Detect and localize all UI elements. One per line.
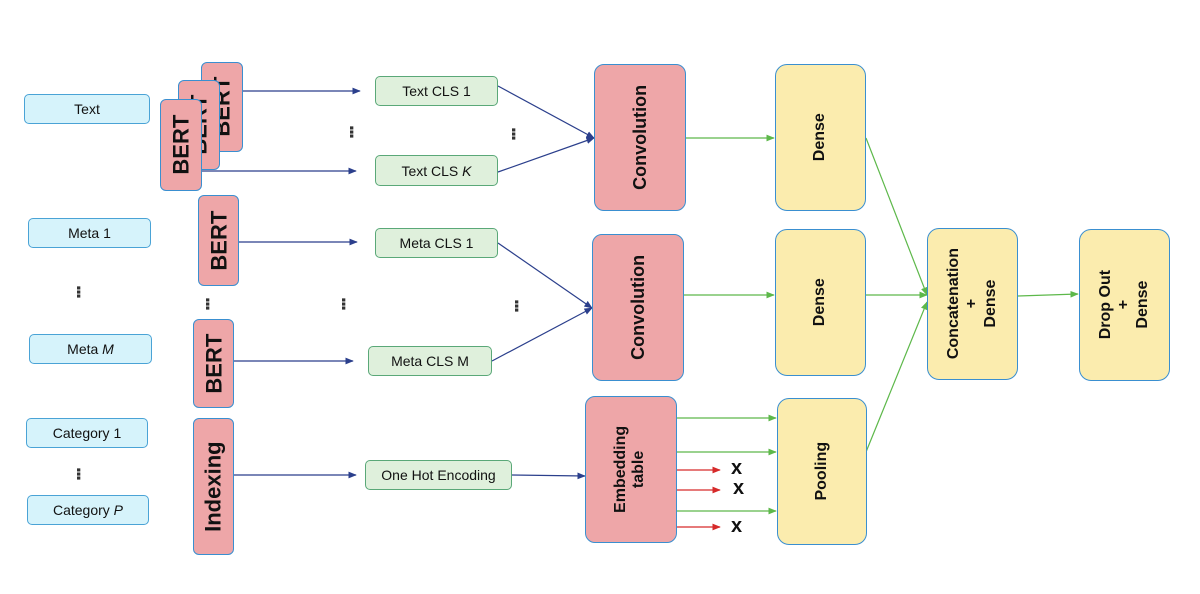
dropout-dense: Drop Out + Dense [1079,229,1170,381]
ellipsis-meta-inputs: ... [72,284,98,298]
ellipsis-text-cls-right: ... [507,126,533,140]
bert-text-front: BERT [160,99,202,191]
bert-meta-1-label: BERT [205,210,231,271]
input-category-p: Category P [27,495,149,525]
dense-text-label: Dense [811,113,829,162]
input-category-1: Category 1 [26,418,148,448]
arrow-text-cls1-conv [497,85,595,139]
arrow-dense1-concat [865,137,928,296]
pooling: Pooling [777,398,867,545]
meta-cls-1: Meta CLS 1 [375,228,498,258]
arrow-meta-clsm-conv [491,307,593,362]
pooling-label: Pooling [812,442,830,501]
dropped-mark-2: x [733,477,745,499]
one-hot-encoding: One Hot Encoding [365,460,512,490]
dense-meta-label: Dense [811,278,829,327]
text-cls-k-label: Text CLS K [401,162,472,179]
input-category-p-label: Category P [52,502,124,518]
dropped-mark-3: x [731,515,743,537]
input-text-label: Text [74,101,100,117]
embedding-table: Embedding table [585,396,677,543]
arrow-onehot-embedding [511,472,586,480]
meta-cls-m-label: Meta CLS M [391,353,469,369]
bert-meta-1: BERT [198,195,239,286]
ellipsis-meta-cls-left: ... [337,296,363,310]
bert-text-front-label: BERT [168,115,194,175]
dense-meta: Dense [775,229,866,376]
ellipsis-bert-meta: ... [201,296,227,310]
bert-meta-m-label: BERT [200,333,226,394]
indexing-encoder: Indexing [193,418,234,555]
embedding-table-label: Embedding table [612,425,648,514]
text-cls-1: Text CLS 1 [375,76,498,106]
convolution-meta-label: Convolution [627,255,648,360]
ellipsis-meta-cls-right: ... [510,298,536,312]
input-meta-m-label: Meta M [67,341,114,357]
input-meta-m: Meta M [29,334,152,364]
convolution-text-label: Convolution [629,85,650,190]
arrow-text-clsk-conv [497,137,595,173]
text-cls-1-label: Text CLS 1 [402,83,471,99]
bert-meta-m: BERT [193,319,234,408]
ellipsis-text-cls-left: ... [345,124,371,138]
concatenation-dense: Concatenation + Dense [927,228,1018,380]
dense-text: Dense [775,64,866,211]
ellipsis-category-inputs: ... [72,466,98,480]
meta-cls-1-label: Meta CLS 1 [399,235,474,251]
meta-cls-m: Meta CLS M [368,346,492,376]
dropout-dense-label: Drop Out + Dense [1096,270,1151,340]
input-meta-1: Meta 1 [28,218,151,248]
arrow-concat-dropout [1017,290,1079,298]
arrow-meta-cls1-conv [497,242,593,309]
input-category-1-label: Category 1 [52,425,122,441]
text-cls-k: Text CLS K [375,155,498,186]
input-meta-1-label: Meta 1 [68,225,111,241]
concatenation-dense-label: Concatenation + Dense [944,248,999,360]
dropped-mark-1: x [731,457,743,479]
convolution-text: Convolution [594,64,686,211]
indexing-label: Indexing [200,441,226,532]
one-hot-encoding-label: One Hot Encoding [381,467,496,483]
arrow-pool-concat [865,301,928,453]
convolution-meta: Convolution [592,234,684,381]
input-text: Text [24,94,150,124]
